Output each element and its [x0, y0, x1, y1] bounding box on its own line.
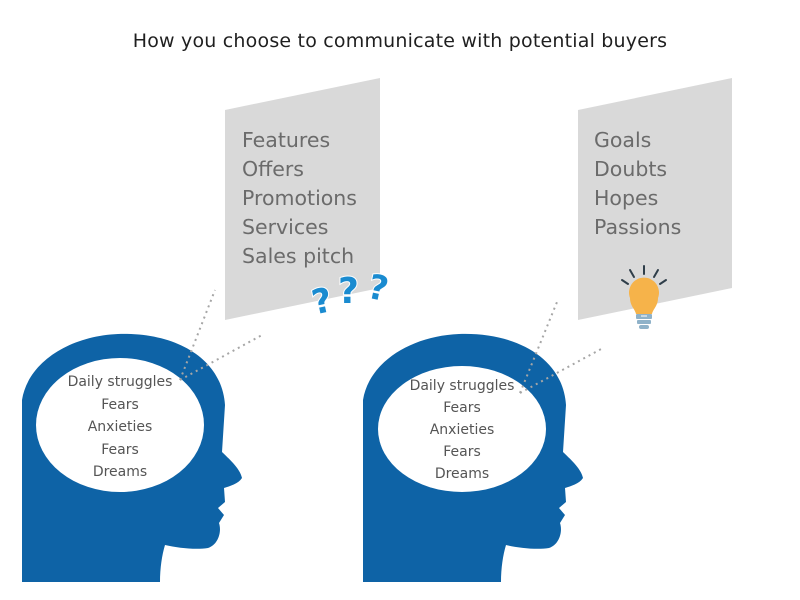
right-panel-item: Goals: [594, 128, 652, 152]
left-panel-item: Promotions: [242, 186, 357, 210]
left-panel-item: Offers: [242, 157, 304, 181]
right-panel-item: Passions: [594, 215, 682, 239]
left-thought-bubble: [36, 358, 204, 492]
right-thought-item: Anxieties: [429, 422, 495, 438]
light-bulb-icon: [621, 265, 667, 329]
left-panel-list: Features Offers Promotions Services Sale…: [242, 126, 357, 271]
left-panel-item: Sales pitch: [242, 244, 355, 268]
right-thought-item: Dreams: [434, 466, 490, 482]
left-connector-upper: [179, 289, 216, 381]
left-panel: [225, 78, 380, 320]
right-panel-list: Goals Doubts Hopes Passions: [594, 126, 681, 242]
right-panel-item: Hopes: [594, 186, 659, 210]
right-thought-list: Daily struggles Fears Anxieties Fears Dr…: [377, 375, 547, 485]
right-connector-upper: [519, 301, 558, 394]
left-panel-item: Features: [242, 128, 331, 152]
left-thought-item: Fears: [101, 441, 139, 458]
right-thought-bubble: [378, 366, 546, 492]
right-panel-item: Doubts: [594, 157, 668, 181]
left-thought-item: Fears: [101, 396, 139, 413]
left-thought-list: Daily struggles Fears Anxieties Fears Dr…: [35, 371, 205, 484]
svg-text:?: ?: [338, 271, 359, 312]
right-panel: [578, 78, 732, 320]
right-thought-item: Daily struggles: [409, 378, 515, 394]
left-panel-item: Services: [242, 215, 329, 239]
right-connector-lower: [519, 347, 604, 394]
left-thought-item: Daily struggles: [67, 374, 173, 390]
right-thought-item: Fears: [443, 444, 481, 460]
diagram-title: How you choose to communicate with poten…: [132, 30, 668, 52]
left-thought-item: Anxieties: [87, 419, 153, 435]
left-thought-item: Dreams: [92, 464, 148, 480]
right-thought-item: Fears: [443, 400, 481, 416]
